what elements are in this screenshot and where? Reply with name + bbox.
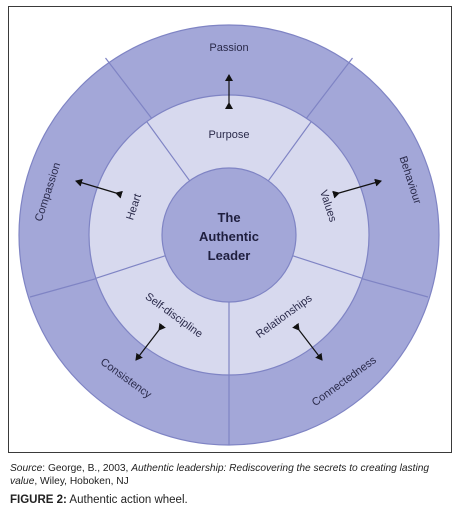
figure-frame: The Authentic Leader Purpose Values Rela… <box>8 6 452 453</box>
caption-label: FIGURE 2: <box>10 494 67 506</box>
source-note: Source: George, B., 2003, Authentic lead… <box>10 462 454 488</box>
source-label: Source <box>10 463 43 474</box>
arrow-heart-compassion <box>75 178 123 199</box>
arrow-relationships-connectedness <box>292 322 323 361</box>
arrow-values-behaviour <box>332 178 382 199</box>
figure-caption: FIGURE 2: Authentic action wheel. <box>10 494 188 506</box>
outer-label-passion: Passion <box>209 42 248 54</box>
caption-text: Authentic action wheel. <box>66 494 188 506</box>
source-book-title: Authentic leadership: Rediscovering the … <box>10 463 430 487</box>
source-author: : George, B., 2003, <box>42 463 132 474</box>
authentic-action-wheel: The Authentic Leader Purpose Values Rela… <box>18 24 440 446</box>
center-label-line3: Leader <box>208 248 251 263</box>
arrow-self-discipline-consistency <box>135 322 166 361</box>
source-publisher: , Wiley, Hoboken, NJ <box>34 476 129 487</box>
center-circle <box>161 167 297 303</box>
inner-dividers <box>95 121 363 375</box>
center-label-line1: The <box>217 210 240 225</box>
inner-label-purpose: Purpose <box>209 129 250 141</box>
center-label-line2: Authentic <box>199 229 259 244</box>
